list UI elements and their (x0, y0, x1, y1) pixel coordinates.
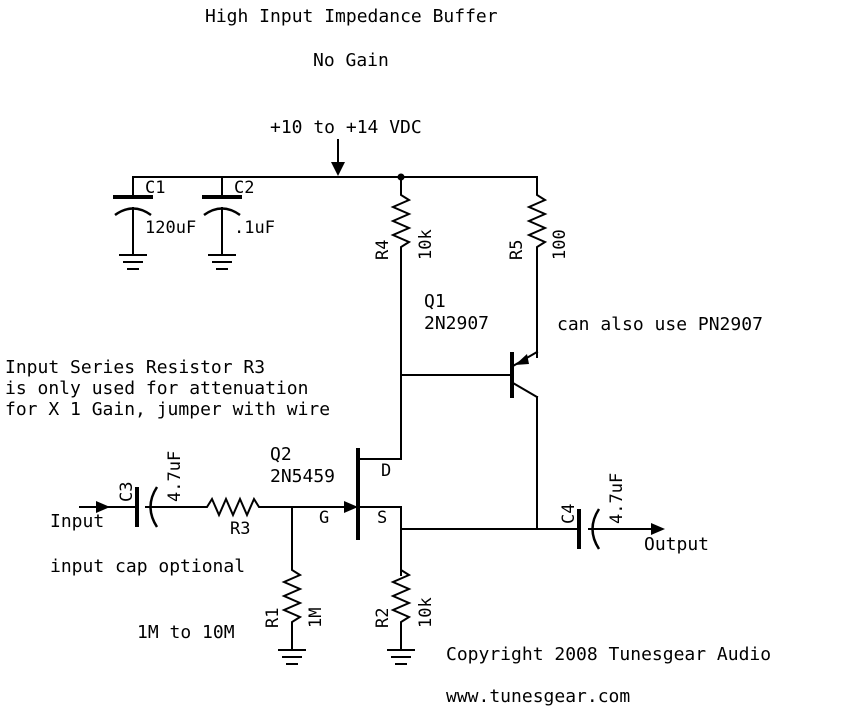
r5-ref: R5 (507, 240, 527, 260)
q2-pin-gate: G (319, 508, 329, 528)
resistor-r3: R3 (199, 496, 293, 539)
c4-ref: C4 (559, 504, 579, 524)
copyright-text: Copyright 2008 Tunesgear Audio (446, 644, 771, 665)
resistor-r4: R4 10k (373, 176, 436, 376)
capacitor-c1: C1 120uF (113, 176, 196, 270)
q1-part: 2N2907 (424, 313, 489, 334)
r3-note-line1: Input Series Resistor R3 (5, 357, 265, 378)
q2-pin-source: S (377, 508, 387, 528)
resistor-r5: R5 100 (507, 176, 570, 358)
q2-part: 2N5459 (270, 466, 335, 487)
q2-pin-drain: D (381, 461, 391, 481)
transistor-q1: Q1 2N2907 can also use PN2907 (400, 291, 763, 530)
website-text: www.tunesgear.com (446, 686, 630, 707)
c2-value: .1uF (234, 218, 275, 238)
r2-value: 10k (416, 597, 436, 628)
c1-value: 120uF (145, 218, 196, 238)
r3-note-line2: is only used for attenuation (5, 378, 308, 399)
diagram-subtitle: No Gain (313, 50, 389, 71)
c3-ref: C3 (117, 482, 137, 502)
c3-value: 4.7uF (165, 451, 185, 502)
r4-value: 10k (416, 229, 436, 260)
capacitor-c3: C3 4.7uF (107, 451, 201, 528)
q1-ref: Q1 (424, 291, 446, 312)
diagram-title: High Input Impedance Buffer (205, 6, 498, 27)
c2-ref: C2 (234, 178, 254, 198)
resistor-r1: R1 1M 1M to 10M (137, 506, 326, 665)
r4-ref: R4 (373, 240, 393, 260)
r2-ref: R2 (373, 608, 393, 628)
output-label: Output (644, 534, 709, 555)
r3-note-line3: for X 1 Gain, jumper with wire (5, 399, 330, 420)
c1-ref: C1 (145, 178, 165, 198)
r1-range-note: 1M to 10M (137, 622, 235, 643)
resistor-r2: R2 10k (373, 506, 436, 665)
r1-ref: R1 (263, 608, 283, 628)
q1-note: can also use PN2907 (557, 314, 763, 335)
q2-ref: Q2 (270, 444, 292, 465)
supply-voltage-label: +10 to +14 VDC (270, 117, 422, 138)
c4-value: 4.7uF (607, 473, 627, 524)
supply-rail: +10 to +14 VDC (132, 117, 538, 181)
r1-value: 1M (306, 608, 326, 628)
input-cap-note: input cap optional (50, 556, 245, 577)
capacitor-c2: C2 .1uF (202, 176, 275, 270)
output-section: C4 4.7uF Output (400, 473, 709, 555)
input-label: Input (50, 511, 104, 532)
r5-value: 100 (550, 229, 570, 260)
r3-note: Input Series Resistor R3 is only used fo… (5, 357, 330, 420)
r3-ref: R3 (230, 519, 250, 539)
input-section: Input (50, 501, 110, 532)
